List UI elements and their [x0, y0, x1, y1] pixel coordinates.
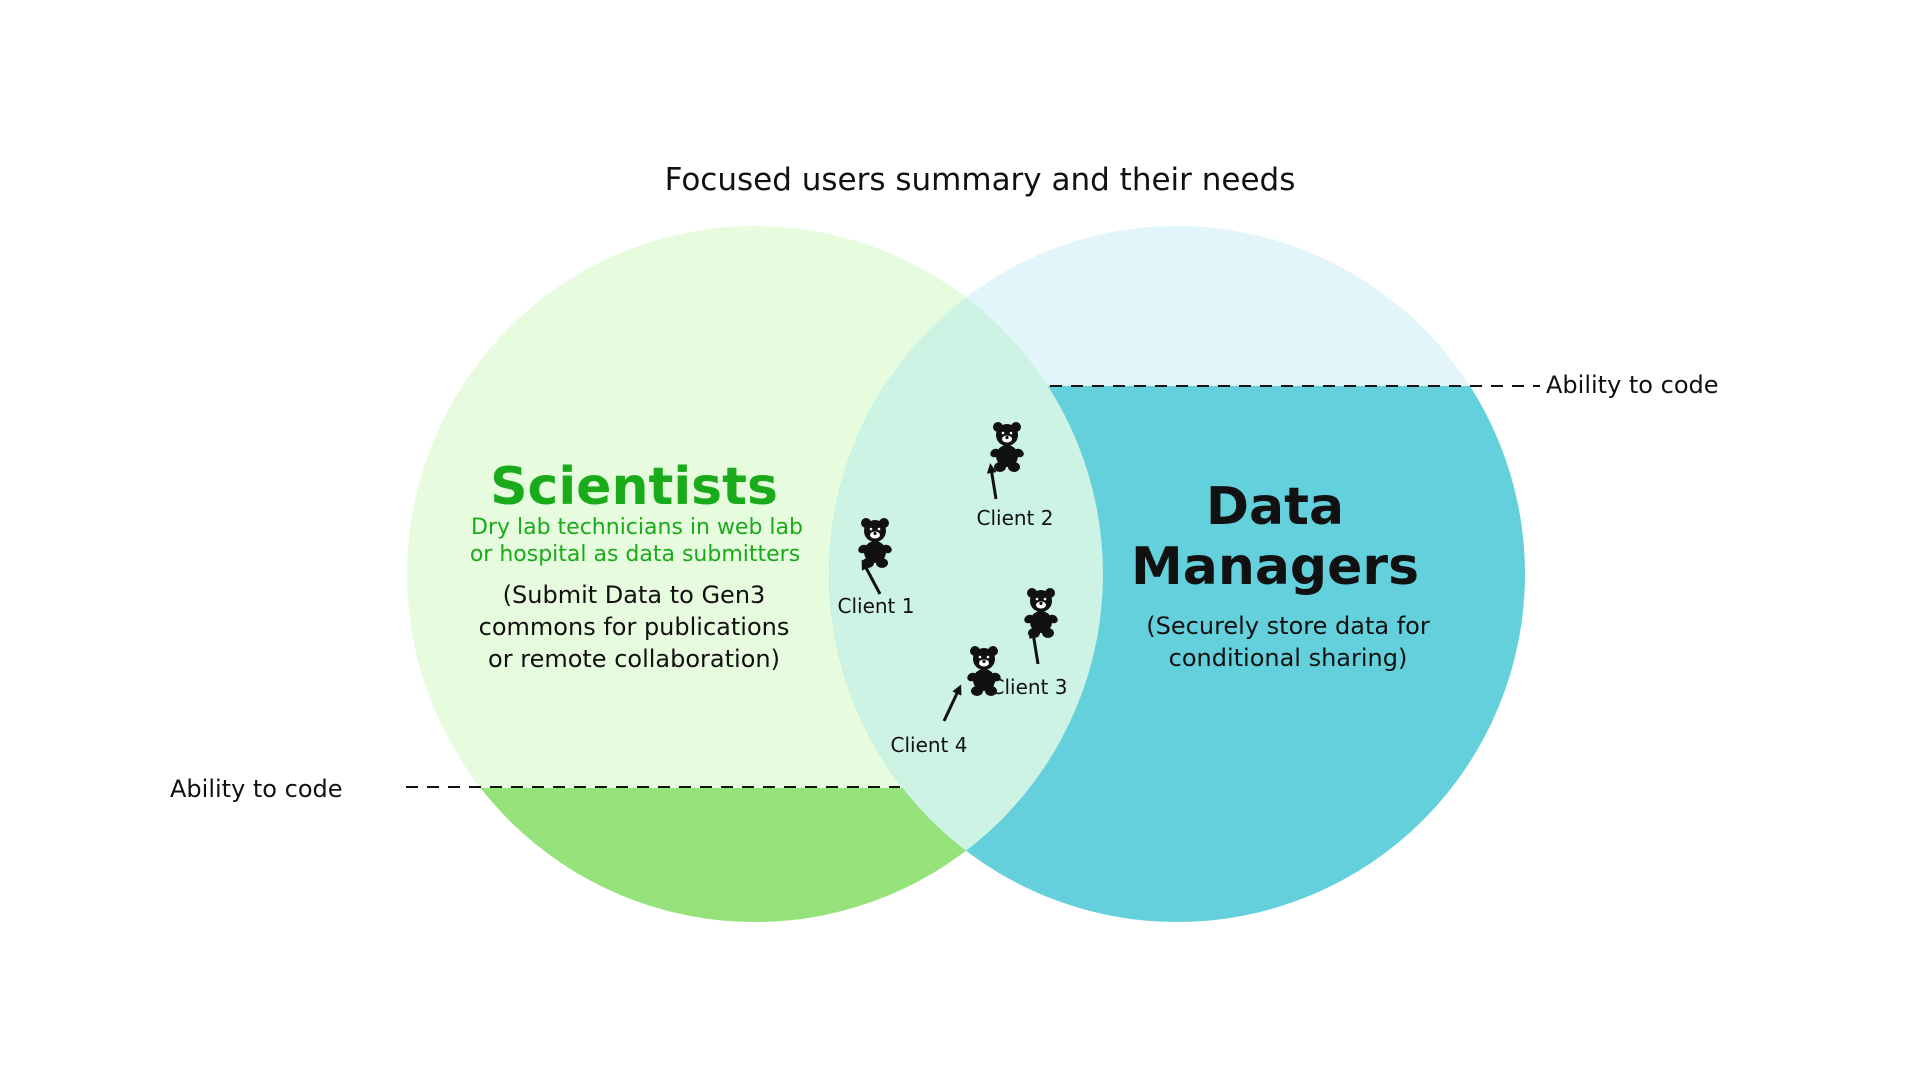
client-2-arrow — [986, 463, 998, 500]
client-2-label: Client 2 — [977, 506, 1054, 530]
client-4-arrow — [942, 684, 962, 722]
scientists-subtitle-line2: or hospital as data submitters — [470, 542, 800, 567]
bear-icon — [967, 646, 1001, 696]
overlap-region — [829, 226, 1103, 922]
client-1-arrow — [861, 559, 882, 595]
client-3: Client 3 — [991, 588, 1068, 699]
scientists-need-line2: commons for publications — [479, 613, 790, 641]
scientists-need-line3: or remote collaboration) — [488, 645, 780, 673]
client-3-label: Client 3 — [991, 675, 1068, 699]
client-1-label: Client 1 — [838, 594, 915, 618]
data-managers-need-line1: (Securely store data for — [1146, 612, 1430, 640]
scientists-coding-region — [480, 788, 1030, 922]
client-2: Client 2 — [977, 422, 1054, 530]
diagram-title: Focused users summary and their needs — [665, 162, 1296, 198]
client-3-arrow — [1028, 628, 1040, 665]
ability-label-right: Ability to code — [1546, 371, 1719, 399]
bear-icon — [1024, 588, 1058, 638]
client-4: Client 4 — [891, 646, 1001, 757]
scientists-title: Scientists — [490, 457, 778, 517]
ability-label-left: Ability to code — [170, 775, 343, 803]
data-managers-title-line1: Data — [1206, 477, 1344, 537]
data-managers-title-line2: Managers — [1131, 537, 1419, 597]
scientists-need-line1: (Submit Data to Gen3 — [503, 581, 766, 609]
client-4-label: Client 4 — [891, 733, 968, 757]
scientists-subtitle-line1: Dry lab technicians in web lab — [471, 515, 803, 540]
data-managers-need-line2: conditional sharing) — [1169, 644, 1408, 672]
client-1: Client 1 — [838, 518, 915, 618]
bear-icon — [990, 422, 1024, 472]
